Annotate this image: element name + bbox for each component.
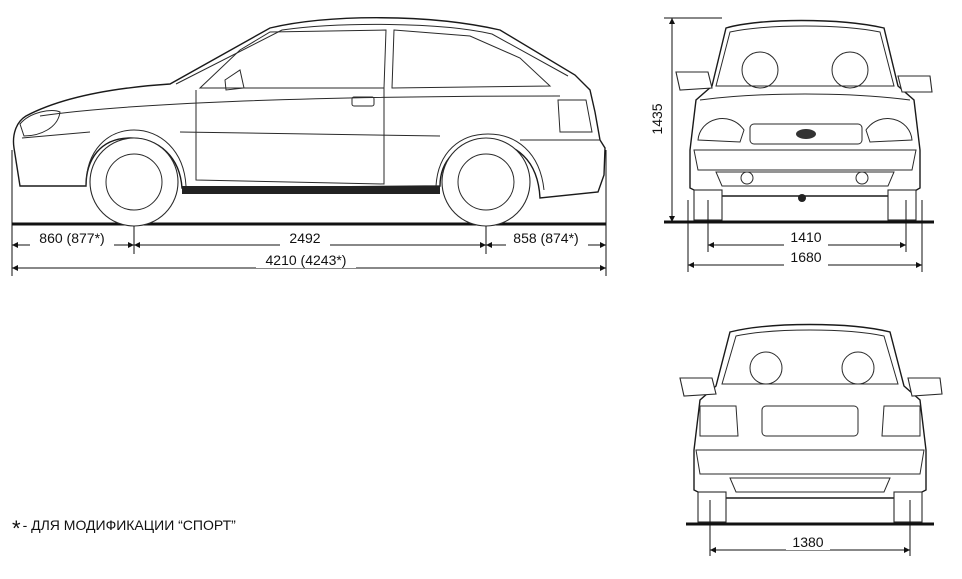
- front-emblem: [796, 129, 816, 139]
- rear-bumper: [695, 449, 925, 475]
- front-view-car: [664, 19, 934, 224]
- side-dimensions: 860 (877*) 2492 858 (874*) 4210 (4243*): [11, 150, 607, 276]
- front-body-outline: [689, 19, 921, 197]
- rear-seat-left: [749, 351, 783, 385]
- rear-wheel-arch: [435, 133, 545, 191]
- rear-taillight-right: [881, 405, 921, 437]
- rear-wheel-rim: [457, 153, 515, 211]
- rear-mirror-left: [679, 377, 717, 397]
- overall-width-label: 1680: [790, 249, 821, 265]
- front-seat-right: [831, 51, 869, 89]
- side-rear-window: [391, 29, 552, 89]
- rear-dimensions: 1380: [709, 500, 911, 556]
- front-track-label: 1410: [790, 229, 821, 245]
- rear-view-car: [679, 323, 943, 526]
- rear-window: [721, 329, 899, 385]
- rear-wheel-left: [697, 491, 727, 523]
- front-foglight-right: [855, 171, 869, 185]
- rear-seat-right: [841, 351, 875, 385]
- rear-body-outline: [693, 323, 927, 499]
- rear-track-label: 1380: [792, 534, 823, 550]
- wheelbase-label: 2492: [289, 230, 320, 246]
- front-hood-line: [699, 93, 911, 101]
- front-windshield: [715, 25, 895, 87]
- front-lower-intake: [715, 171, 895, 187]
- footnote-text: - ДЛЯ МОДИФИКАЦИИ “СПОРТ”: [22, 517, 236, 533]
- rear-mirror-right: [907, 377, 943, 397]
- front-headlight-left: [697, 118, 745, 143]
- side-taillight: [557, 99, 593, 133]
- side-view-car: [12, 17, 606, 227]
- front-seat-left: [741, 51, 779, 89]
- front-wheel: [89, 137, 179, 227]
- footnote-marker: *: [12, 516, 21, 541]
- side-roof-line: [175, 23, 569, 85]
- front-mirror-left: [675, 71, 713, 91]
- rear-wheel: [441, 137, 531, 227]
- side-door-handle: [351, 96, 375, 107]
- rear-wheel-right: [893, 491, 923, 523]
- front-grille: [749, 123, 863, 145]
- front-dimensions: 1435 1410 1680: [646, 17, 923, 272]
- side-mirror: [224, 69, 245, 91]
- side-sill: [182, 186, 440, 194]
- rear-overhang-label: 858 (874*): [513, 230, 578, 246]
- front-headlight-right: [865, 118, 913, 143]
- rear-lower-valance: [729, 477, 891, 493]
- front-foglight-left: [740, 171, 754, 185]
- front-wheel-arch: [85, 129, 187, 187]
- side-headlight: [19, 110, 61, 137]
- side-door-outline: [195, 88, 385, 185]
- front-overhang-label: 860 (877*): [39, 230, 104, 246]
- side-belt-line: [39, 95, 561, 117]
- front-tow-hook: [798, 194, 806, 202]
- height-label: 1435: [649, 103, 665, 134]
- overall-length-label: 4210 (4243*): [266, 252, 347, 268]
- front-bumper: [693, 149, 917, 171]
- front-wheel-rim: [105, 153, 163, 211]
- side-front-window: [198, 29, 387, 89]
- rear-license-plate: [761, 405, 859, 437]
- front-wheel-right: [887, 189, 917, 221]
- rear-taillight-left: [699, 405, 739, 437]
- front-mirror-right: [897, 75, 933, 93]
- side-sill-line: [21, 131, 600, 141]
- footnote: *- ДЛЯ МОДИФИКАЦИИ “СПОРТ”: [12, 516, 236, 542]
